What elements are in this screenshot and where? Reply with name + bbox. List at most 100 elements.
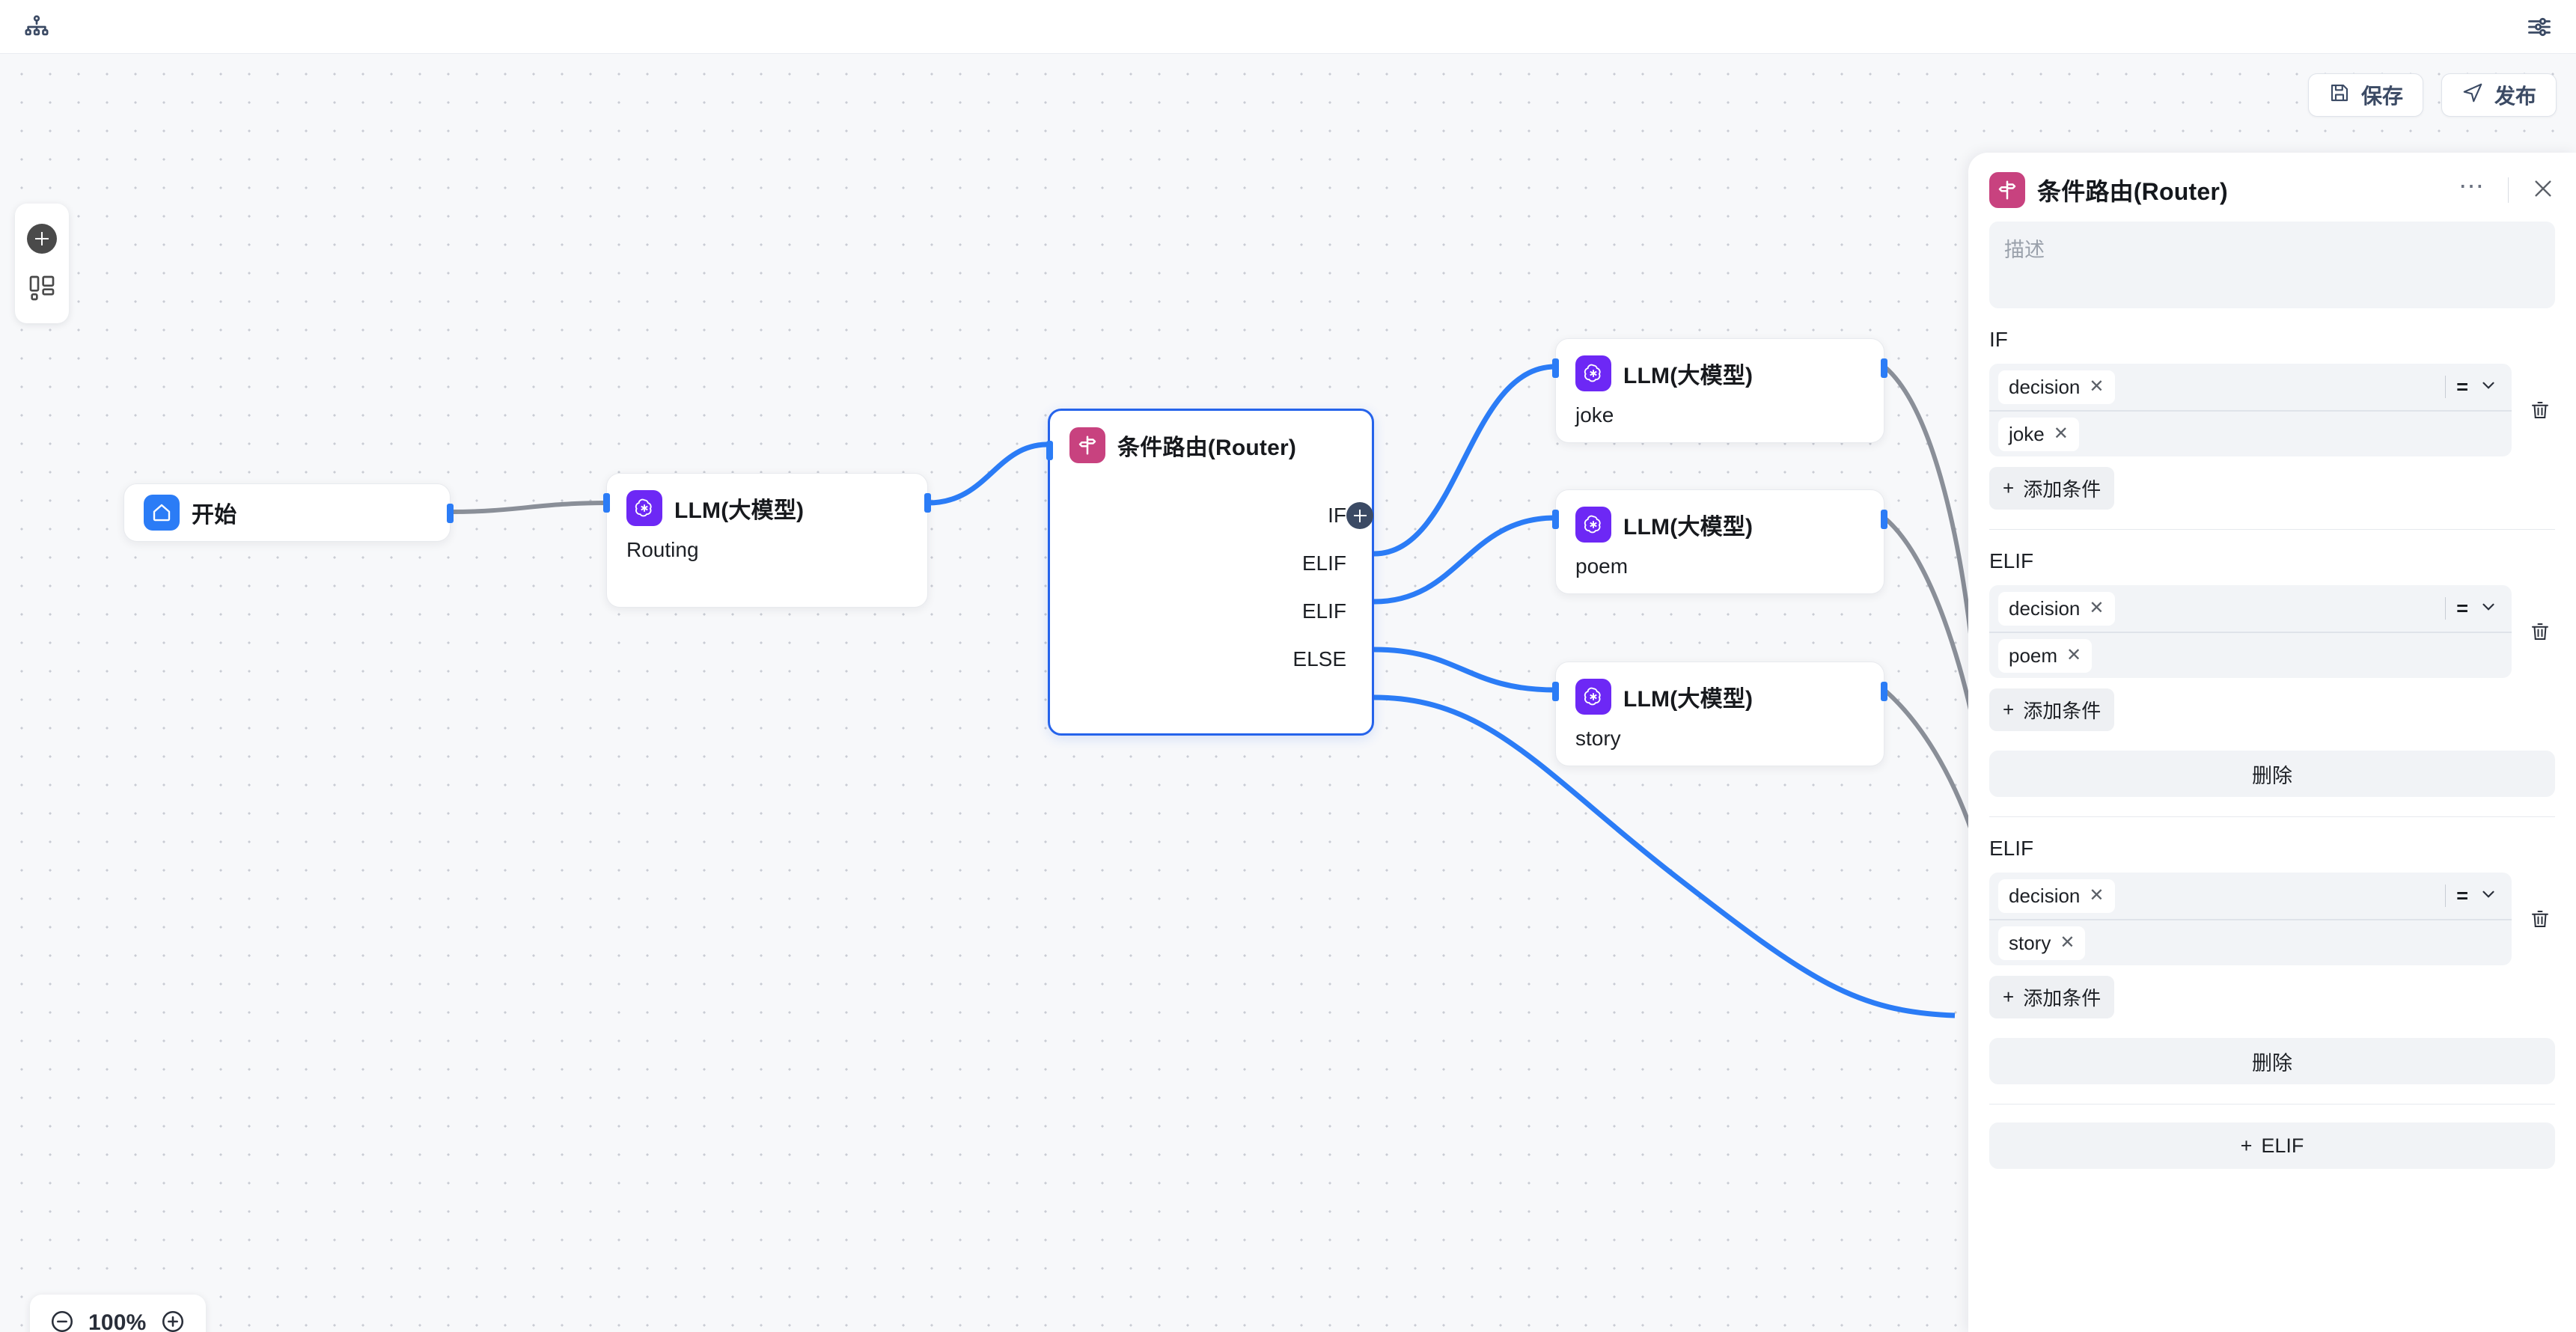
add-elif-button[interactable]: + ELIF xyxy=(1989,1122,2555,1169)
operator-label-elif-2: = xyxy=(2456,884,2468,907)
node-start[interactable]: 开始 xyxy=(123,483,454,542)
delete-branch-elif-2-button[interactable]: 删除 xyxy=(1989,1038,2555,1084)
node-llm-poem-subtitle: poem xyxy=(1575,555,1629,578)
plus-icon: + xyxy=(2003,698,2015,721)
value-tag-elif-2[interactable]: story ✕ xyxy=(1998,926,2086,960)
variable-tag-if-label: decision xyxy=(2009,375,2081,398)
chevron-down-icon[interactable] xyxy=(2479,597,2498,620)
node-llm-story-title: LLM(大模型) xyxy=(1623,687,1754,712)
router-branch-if-add-icon[interactable] xyxy=(1346,502,1373,529)
home-icon xyxy=(144,495,180,531)
node-llm-joke-output-port[interactable] xyxy=(1881,358,1887,378)
sliders-icon[interactable] xyxy=(2522,10,2557,44)
close-icon[interactable] xyxy=(2531,177,2555,204)
panel-header: 条件路由(Router) ⋯ xyxy=(1968,153,2576,216)
condition-box-if[interactable]: decision ✕ = joke xyxy=(1989,364,2512,456)
node-start-output-port[interactable] xyxy=(447,504,454,523)
variable-tag-elif-2-label: decision xyxy=(2009,884,2081,907)
router-branch-elif-1[interactable]: ELIF xyxy=(1197,540,1346,587)
operator-select-if[interactable]: = xyxy=(2445,376,2503,399)
node-llm-joke-header: LLM(大模型) xyxy=(1556,339,1884,391)
openai-icon xyxy=(1575,355,1611,391)
operator-label-if: = xyxy=(2456,375,2468,398)
node-llm-story-output-port[interactable] xyxy=(1881,682,1887,701)
node-llm-joke-input-port[interactable] xyxy=(1552,358,1559,378)
operator-select-elif-1[interactable]: = xyxy=(2445,597,2503,620)
node-llm-routing-output-port[interactable] xyxy=(924,493,931,513)
add-condition-elif-2-label: 添加条件 xyxy=(2023,987,2102,1009)
node-router-header: 条件路由(Router) xyxy=(1050,411,1372,463)
plus-icon: + xyxy=(2240,1134,2253,1157)
delete-condition-elif-1-button[interactable] xyxy=(2525,615,2555,648)
close-icon[interactable]: ✕ xyxy=(2089,598,2105,618)
save-button[interactable]: 保存 xyxy=(2307,73,2423,117)
zoom-out-icon[interactable] xyxy=(49,1309,75,1332)
node-llm-story-input-port[interactable] xyxy=(1552,682,1559,701)
node-llm-poem-output-port[interactable] xyxy=(1881,510,1887,529)
node-llm-joke[interactable]: LLM(大模型) joke xyxy=(1552,338,1887,443)
close-icon[interactable]: ✕ xyxy=(2053,424,2069,444)
node-llm-story[interactable]: LLM(大模型) story xyxy=(1552,662,1887,766)
variable-tag-elif-1[interactable]: decision ✕ xyxy=(1998,591,2115,626)
condition-label-elif-2: ELIF xyxy=(1989,837,2034,860)
delete-condition-if-button[interactable] xyxy=(2525,394,2555,427)
add-condition-if-button[interactable]: + 添加条件 xyxy=(1989,467,2115,510)
add-node-button[interactable] xyxy=(24,221,60,257)
node-llm-poem-input-port[interactable] xyxy=(1552,510,1559,529)
send-icon xyxy=(2461,82,2484,109)
description-input[interactable]: 描述 xyxy=(1989,222,2555,308)
router-branch-elif-2[interactable]: ELIF xyxy=(1197,587,1346,635)
top-bar xyxy=(0,0,2576,54)
delete-branch-elif-1-label: 删除 xyxy=(2252,764,2292,787)
node-router[interactable]: 条件路由(Router) IF ELIF ELIF ELSE xyxy=(1046,409,1374,736)
sitemap-icon[interactable] xyxy=(19,10,54,44)
delete-condition-elif-2-button[interactable] xyxy=(2525,902,2555,935)
add-condition-if-label: 添加条件 xyxy=(2023,478,2102,501)
delete-branch-elif-2-label: 删除 xyxy=(2252,1051,2292,1075)
condition-box-elif-2[interactable]: decision ✕ = story xyxy=(1989,873,2512,965)
node-llm-poem[interactable]: LLM(大模型) poem xyxy=(1552,489,1887,594)
router-branch-list: IF ELIF ELIF ELSE xyxy=(1197,492,1373,683)
router-branch-else-label: ELSE xyxy=(1292,647,1346,670)
zoom-control[interactable]: 100% xyxy=(30,1295,206,1332)
router-branch-if[interactable]: IF xyxy=(1197,492,1373,540)
condition-box-elif-1[interactable]: decision ✕ = poem xyxy=(1989,585,2512,678)
variable-tag-if[interactable]: decision ✕ xyxy=(1998,370,2115,404)
node-llm-story-subtitle: story xyxy=(1575,727,1621,750)
value-tag-if-label: joke xyxy=(2009,422,2045,445)
close-icon[interactable]: ✕ xyxy=(2089,376,2105,397)
condition-value-row-elif-1: poem ✕ xyxy=(1989,632,2512,678)
operator-select-elif-2[interactable]: = xyxy=(2445,885,2503,908)
openai-icon xyxy=(1575,507,1611,543)
close-icon[interactable]: ✕ xyxy=(2089,885,2105,905)
variable-tag-elif-2[interactable]: decision ✕ xyxy=(1998,879,2115,913)
close-icon[interactable]: ✕ xyxy=(2060,932,2075,953)
layout-blocks-button[interactable] xyxy=(24,270,60,306)
publish-button[interactable]: 发布 xyxy=(2441,73,2557,117)
node-start-title: 开始 xyxy=(192,503,237,528)
router-branch-elif-2-label: ELIF xyxy=(1301,599,1346,623)
panel-title: 条件路由(Router) xyxy=(2037,178,2228,205)
panel-body: 描述 IF decision ✕ = xyxy=(1968,216,2576,1332)
ellipsis-icon[interactable]: ⋯ xyxy=(2459,172,2485,201)
operator-divider xyxy=(2445,376,2447,398)
canvas-toolbar xyxy=(15,204,69,323)
node-router-input-port[interactable] xyxy=(1046,441,1053,460)
chevron-down-icon[interactable] xyxy=(2479,885,2498,908)
chevron-down-icon[interactable] xyxy=(2479,376,2498,399)
value-tag-if[interactable]: joke ✕ xyxy=(1998,417,2079,451)
close-icon[interactable]: ✕ xyxy=(2066,645,2082,665)
signpost-icon xyxy=(1069,427,1105,463)
node-llm-routing-input-port[interactable] xyxy=(603,493,610,513)
node-llm-poem-header: LLM(大模型) xyxy=(1556,490,1884,543)
delete-branch-elif-1-button[interactable]: 删除 xyxy=(1989,751,2555,797)
condition-row-if: decision ✕ = joke xyxy=(1989,364,2555,456)
operator-divider xyxy=(2445,597,2447,620)
node-llm-routing[interactable]: LLM(大模型) Routing xyxy=(603,473,931,608)
value-tag-elif-1[interactable]: poem ✕ xyxy=(1998,638,2093,673)
add-condition-elif-2-button[interactable]: + 添加条件 xyxy=(1989,976,2115,1018)
add-condition-elif-1-button[interactable]: + 添加条件 xyxy=(1989,688,2115,731)
router-branch-else[interactable]: ELSE xyxy=(1197,635,1346,683)
zoom-in-icon[interactable] xyxy=(160,1309,186,1332)
condition-row-elif-2: decision ✕ = story xyxy=(1989,873,2555,965)
